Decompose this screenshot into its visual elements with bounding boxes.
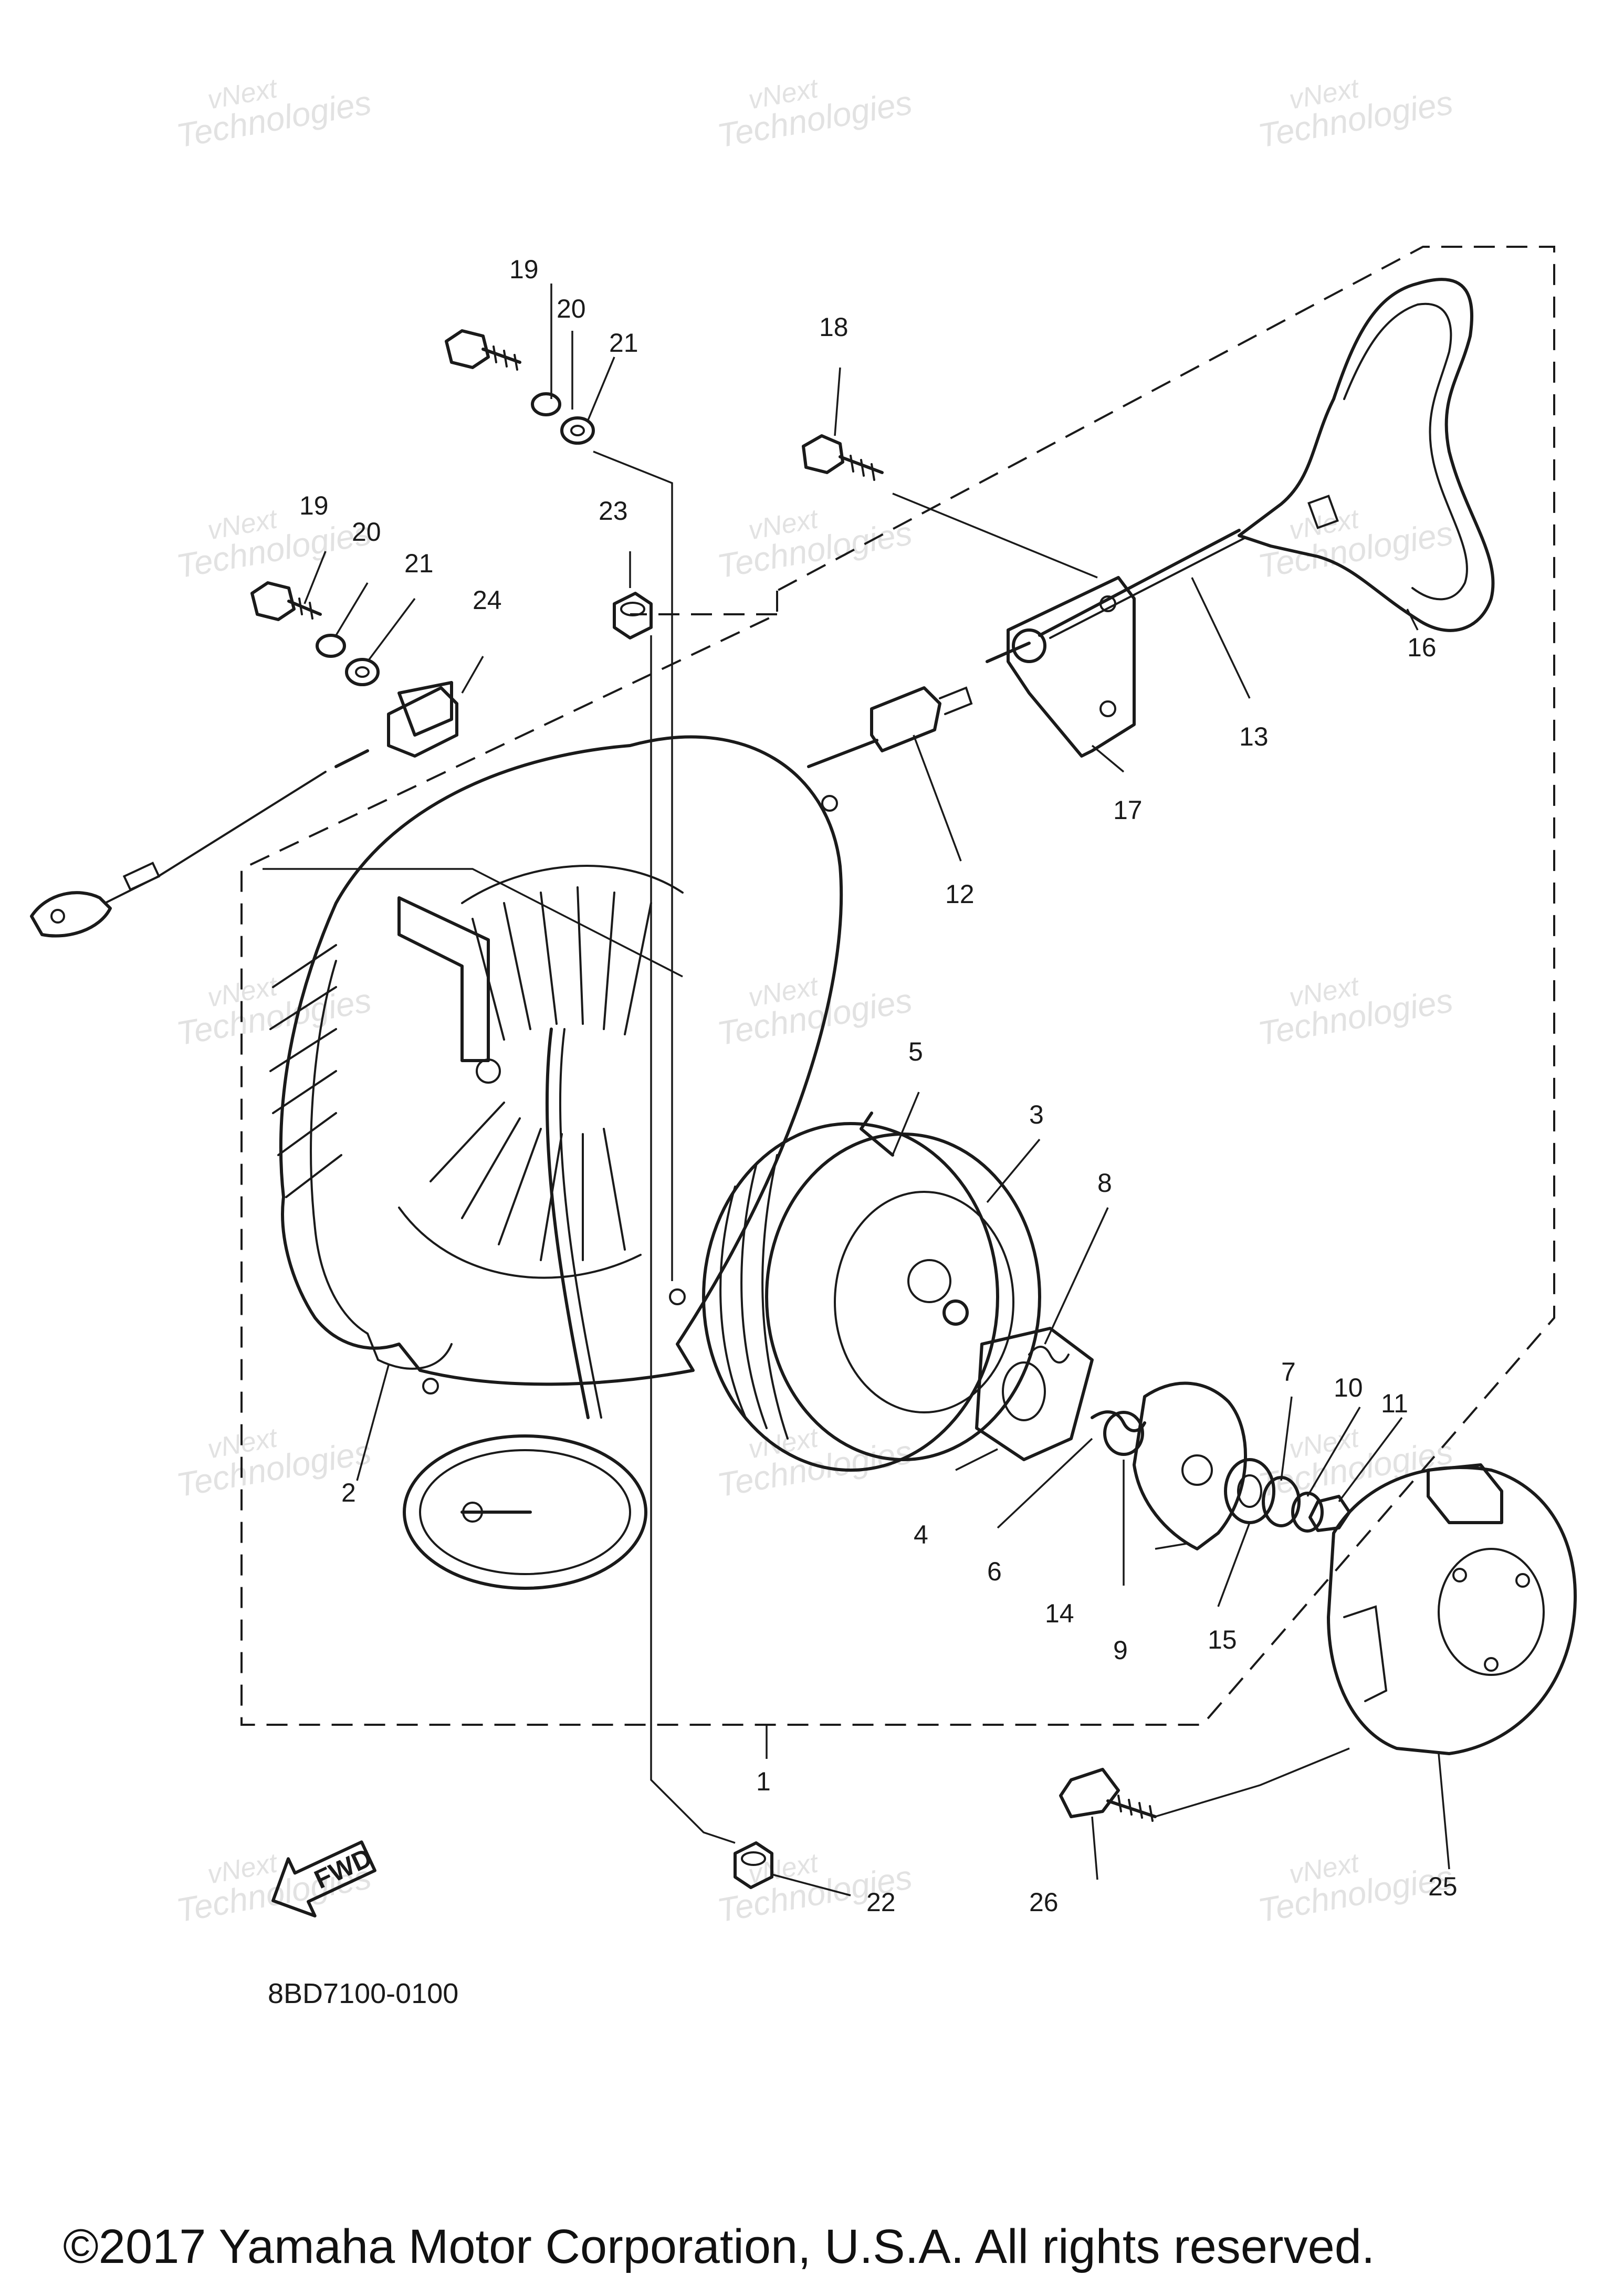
callout-13: 13 <box>1239 722 1269 751</box>
watermark: vNext Technologies <box>715 73 915 155</box>
watermark: vNext Technologies <box>1255 1422 1456 1504</box>
watermark: vNext Technologies <box>715 1422 915 1504</box>
callout-6: 6 <box>987 1557 1002 1586</box>
watermark: vNext Technologies <box>1255 971 1456 1053</box>
callout-5: 5 <box>908 1037 923 1066</box>
bolt-26 <box>1059 1768 1157 1822</box>
fan-blades <box>398 865 684 1279</box>
callout-19: 19 <box>509 255 539 284</box>
callout-3: 3 <box>1029 1100 1044 1129</box>
callout-20-left: 20 <box>352 517 381 547</box>
recoil-spring-tab <box>860 1112 894 1157</box>
ratchet-pawl <box>975 1327 1094 1461</box>
callout-18: 18 <box>819 312 849 342</box>
leader-lines <box>263 284 1450 1896</box>
copyright-notice: ©2017 Yamaha Motor Corporation, U.S.A. A… <box>63 2220 1375 2273</box>
callout-23: 23 <box>599 496 628 526</box>
rope-pulley <box>702 1112 1041 1472</box>
rope-guide <box>807 686 973 768</box>
callout-22: 22 <box>866 1888 896 1917</box>
callout-10: 10 <box>1334 1373 1363 1402</box>
watermark: vNext Technologies <box>1255 1848 1456 1930</box>
callout-2: 2 <box>341 1478 356 1507</box>
watermark: vNext Technologies <box>715 971 915 1053</box>
watermark: vNext Technologies <box>1255 73 1456 155</box>
watermark: vNext Technologies <box>174 504 374 585</box>
watermark-layer: vNext Technologies vNext Technologies vN… <box>174 73 1456 1930</box>
callout-17: 17 <box>1113 795 1143 825</box>
bolt-18 <box>802 434 884 481</box>
callout-1: 1 <box>756 1767 771 1796</box>
recoil-housing <box>269 735 843 1395</box>
mount-hole <box>669 1288 686 1305</box>
starter-handle <box>1238 278 1495 632</box>
callout-24: 24 <box>473 585 502 615</box>
callout-12: 12 <box>945 879 975 909</box>
callout-9: 9 <box>1113 1635 1128 1665</box>
nut-23 <box>613 592 653 639</box>
callout-25: 25 <box>1428 1872 1458 1901</box>
ratchet-spring <box>1028 1346 1070 1364</box>
rope-coil <box>403 1028 647 1590</box>
starter-cover <box>1327 1463 1577 1755</box>
throttle-cable <box>30 681 453 938</box>
starter-rope <box>1038 529 1241 637</box>
callout-15: 15 <box>1208 1625 1237 1654</box>
callout-21: 21 <box>609 328 638 358</box>
diagram-code: 8BD7100-0100 <box>268 1978 458 2009</box>
callout-16: 16 <box>1407 633 1437 662</box>
cable-bracket <box>387 686 458 758</box>
pivot-pin <box>476 1058 501 1084</box>
friction-plate <box>1133 1381 1247 1550</box>
callout-7: 7 <box>1281 1357 1296 1387</box>
watermark: vNext Technologies <box>174 971 374 1053</box>
callout-labels: 1 2 3 4 5 6 7 8 9 10 11 12 13 14 15 16 1… <box>299 255 1458 1917</box>
callout-19-left: 19 <box>299 491 329 520</box>
bolt-set-left <box>250 581 380 686</box>
callout-26: 26 <box>1029 1888 1059 1917</box>
bolt-set-upper <box>445 329 595 445</box>
callout-4: 4 <box>914 1520 928 1549</box>
callout-21-left: 21 <box>404 549 434 578</box>
callout-20: 20 <box>557 294 586 323</box>
nut-22 <box>734 1841 773 1889</box>
callout-11: 11 <box>1381 1389 1408 1418</box>
mount-hole <box>422 1378 439 1395</box>
guide-bracket <box>986 576 1136 758</box>
mount-hole <box>821 795 838 812</box>
callout-8: 8 <box>1097 1168 1112 1198</box>
watermark: vNext Technologies <box>174 73 374 155</box>
callout-14: 14 <box>1045 1599 1074 1628</box>
